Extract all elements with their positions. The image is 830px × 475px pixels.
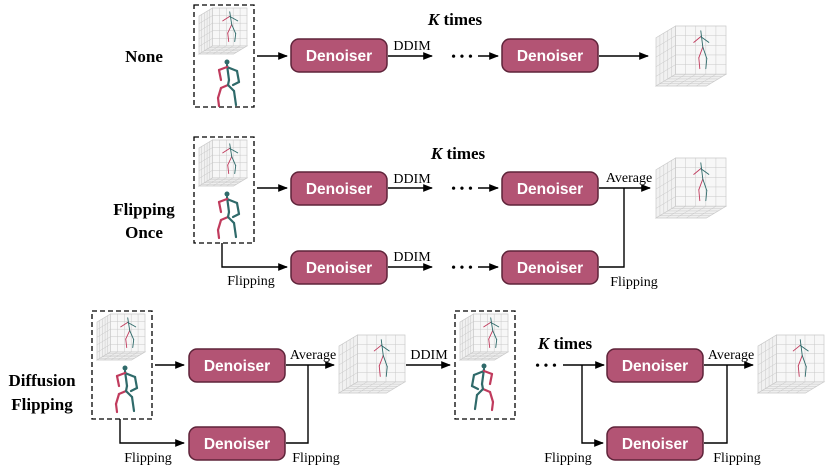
pose-3d-intermediate-row3 (337, 334, 407, 394)
row-label-none: None (125, 47, 163, 66)
ddim-label-row3: DDIM (410, 348, 448, 363)
svg-text:Denoiser: Denoiser (306, 260, 372, 277)
ddim-label-row2-bottom: DDIM (393, 250, 431, 265)
merge-line-row2 (599, 188, 625, 268)
svg-text:Denoiser: Denoiser (517, 260, 583, 277)
denoiser-box-row2-c: Denoiser (290, 250, 388, 285)
denoiser-box-row1-a: Denoiser (290, 38, 388, 73)
flipping-label-row3-a-left: Flipping (124, 451, 171, 466)
average-label-row3-b: Average (708, 348, 754, 363)
flipping-label-row3-a-right: Flipping (292, 451, 339, 466)
denoiser-box-row3-d: Denoiser (606, 426, 704, 461)
row-label-diffusion-flipping-1: Diffusion (8, 371, 76, 390)
flipping-label-row2-right: Flipping (610, 275, 657, 290)
flipping-label-row3-b-right: Flipping (713, 451, 760, 466)
merge-line-row3-a (286, 365, 309, 444)
average-label-row3-a: Average (290, 348, 336, 363)
row-label-flipping-once-1: Flipping (113, 200, 175, 219)
average-label-row2: Average (606, 171, 652, 186)
input-pose-frame-row2 (193, 136, 255, 244)
svg-text:Denoiser: Denoiser (306, 48, 372, 65)
arrow-flip-branch-row3-b (581, 365, 604, 447)
denoiser-box-row2-a: Denoiser (290, 171, 388, 206)
intermediate-pose-frame-row3 (454, 310, 516, 420)
input-pose-frame-row1 (193, 4, 255, 108)
pose-2d-skeleton-row3 (114, 365, 139, 414)
pose-2d-skeleton-row1 (216, 59, 241, 108)
denoiser-box-row3-b: Denoiser (188, 426, 286, 461)
pose-2d-skeleton-row2 (216, 191, 241, 240)
pose-3d-thumbnail-input-row3 (95, 313, 147, 361)
k-times-label-row3: K times (537, 334, 593, 353)
row-label-diffusion-flipping-2: Flipping (11, 395, 73, 414)
svg-text:Denoiser: Denoiser (517, 181, 583, 198)
flipping-label-row3-b-left: Flipping (544, 451, 591, 466)
ddim-label-row2-top: DDIM (393, 172, 431, 187)
pose-3d-thumbnail-intermediate-row3 (458, 313, 510, 361)
svg-text:Denoiser: Denoiser (622, 358, 688, 375)
svg-text:Denoiser: Denoiser (622, 436, 688, 453)
arrow-flip-branch-row2 (221, 243, 288, 271)
svg-text:Denoiser: Denoiser (517, 48, 583, 65)
ellipsis-row2-bottom: • • • (451, 261, 473, 276)
pose-3d-thumbnail-input-row1 (197, 7, 249, 55)
denoiser-box-row2-b: Denoiser (501, 171, 599, 206)
k-times-label-row1: K times (427, 10, 483, 29)
denoiser-box-row1-b: Denoiser (501, 38, 599, 73)
pose-3d-skeleton-intermediate-row3 (470, 363, 495, 412)
k-times-label-row2: K times (430, 144, 486, 163)
svg-text:Denoiser: Denoiser (204, 436, 270, 453)
pose-3d-output-row1 (654, 25, 728, 87)
svg-text:Denoiser: Denoiser (306, 181, 372, 198)
row-label-flipping-once-2: Once (125, 223, 163, 242)
ddim-label-row1: DDIM (393, 39, 431, 54)
input-pose-frame-row3 (91, 310, 153, 420)
ellipsis-row3: • • • (535, 359, 557, 374)
arrow-flip-branch-row3-a (119, 419, 185, 447)
ellipsis-row1: • • • (451, 50, 473, 65)
pose-3d-output-row2 (654, 157, 728, 219)
svg-text:Denoiser: Denoiser (204, 358, 270, 375)
pose-3d-thumbnail-input-row2 (197, 139, 249, 187)
pose-3d-output-row3 (756, 334, 826, 394)
merge-line-row3-b (704, 365, 728, 444)
ellipsis-row2-top: • • • (451, 182, 473, 197)
flipping-label-row2-left: Flipping (227, 274, 274, 289)
denoiser-box-row3-a: Denoiser (188, 348, 286, 383)
denoiser-box-row2-d: Denoiser (501, 250, 599, 285)
denoiser-box-row3-c: Denoiser (606, 348, 704, 383)
